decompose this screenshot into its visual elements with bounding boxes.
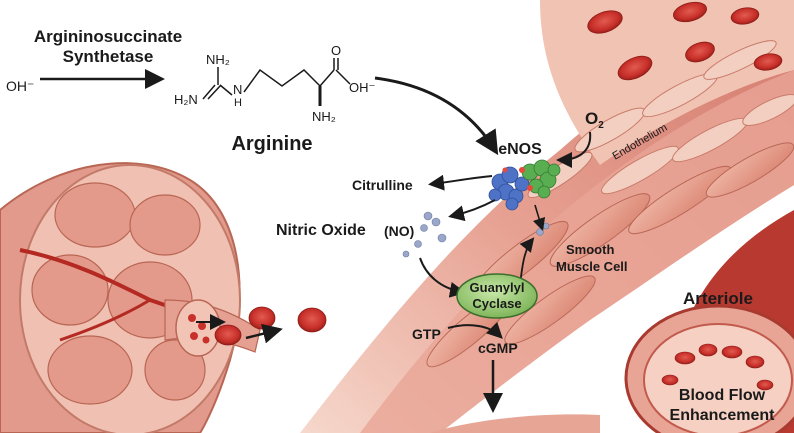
red-blood-cells [214,306,327,346]
arginine-h2n: H₂N [174,92,198,107]
arginine-nh2-top: NH₂ [206,52,230,67]
left-fragment-oh: OH⁻ [6,78,34,94]
smooth-muscle-label-line2: Muscle Cell [556,259,628,274]
oxygen-label: O2 [585,109,604,131]
citrulline-arrow [428,174,493,191]
nitric-oxide-arrow [448,199,496,222]
blood-flow-label-line2: Enhancement [670,407,776,424]
citrulline-label: Citrulline [352,177,413,193]
arginine-to-enos-arrow [374,76,499,156]
enos-label: eNOS [498,141,542,158]
arginine-nh2-bottom: NH₂ [312,109,336,124]
gtp-to-cgmp-arrow [447,321,503,339]
arginine-oh: OH⁻ [349,80,375,95]
nitric-oxide-label: Nitric Oxide [276,222,366,239]
no-molecules [402,211,550,258]
enzyme-name-line1: Argininosuccinate [34,27,182,46]
arginine-structure [202,58,351,106]
arteriole-illustration [624,210,794,433]
vessel-bottom-band [430,414,600,433]
arginine-o: O [331,43,341,58]
gtp-label: GTP [412,326,441,342]
arginine-n: N [233,82,242,97]
no-to-guanylyl-arrow [419,257,466,298]
arginine-h: H [234,97,242,109]
oxygen-arrow [556,131,592,168]
enos-to-muscle-arrow [532,204,546,232]
guanylyl-label-line2: Cyclase [472,296,521,311]
muscle-cross-section [0,162,261,433]
guanylyl-label-line1: Guanylyl [470,280,525,295]
cross-section-arrow [245,323,283,344]
no-label: (NO) [384,223,414,239]
blood-flow-label-line1: Blood Flow [679,387,766,404]
enos-protein [488,159,561,211]
cgmp-label: cGMP [478,340,518,356]
arteriole-label: Arteriole [683,289,753,308]
smooth-muscle-label-line1: Smooth [566,242,614,257]
guanylyl-cyclase-node [456,273,538,319]
enzyme-name-line2: Synthetase [63,47,154,66]
arginine-label: Arginine [231,133,312,155]
